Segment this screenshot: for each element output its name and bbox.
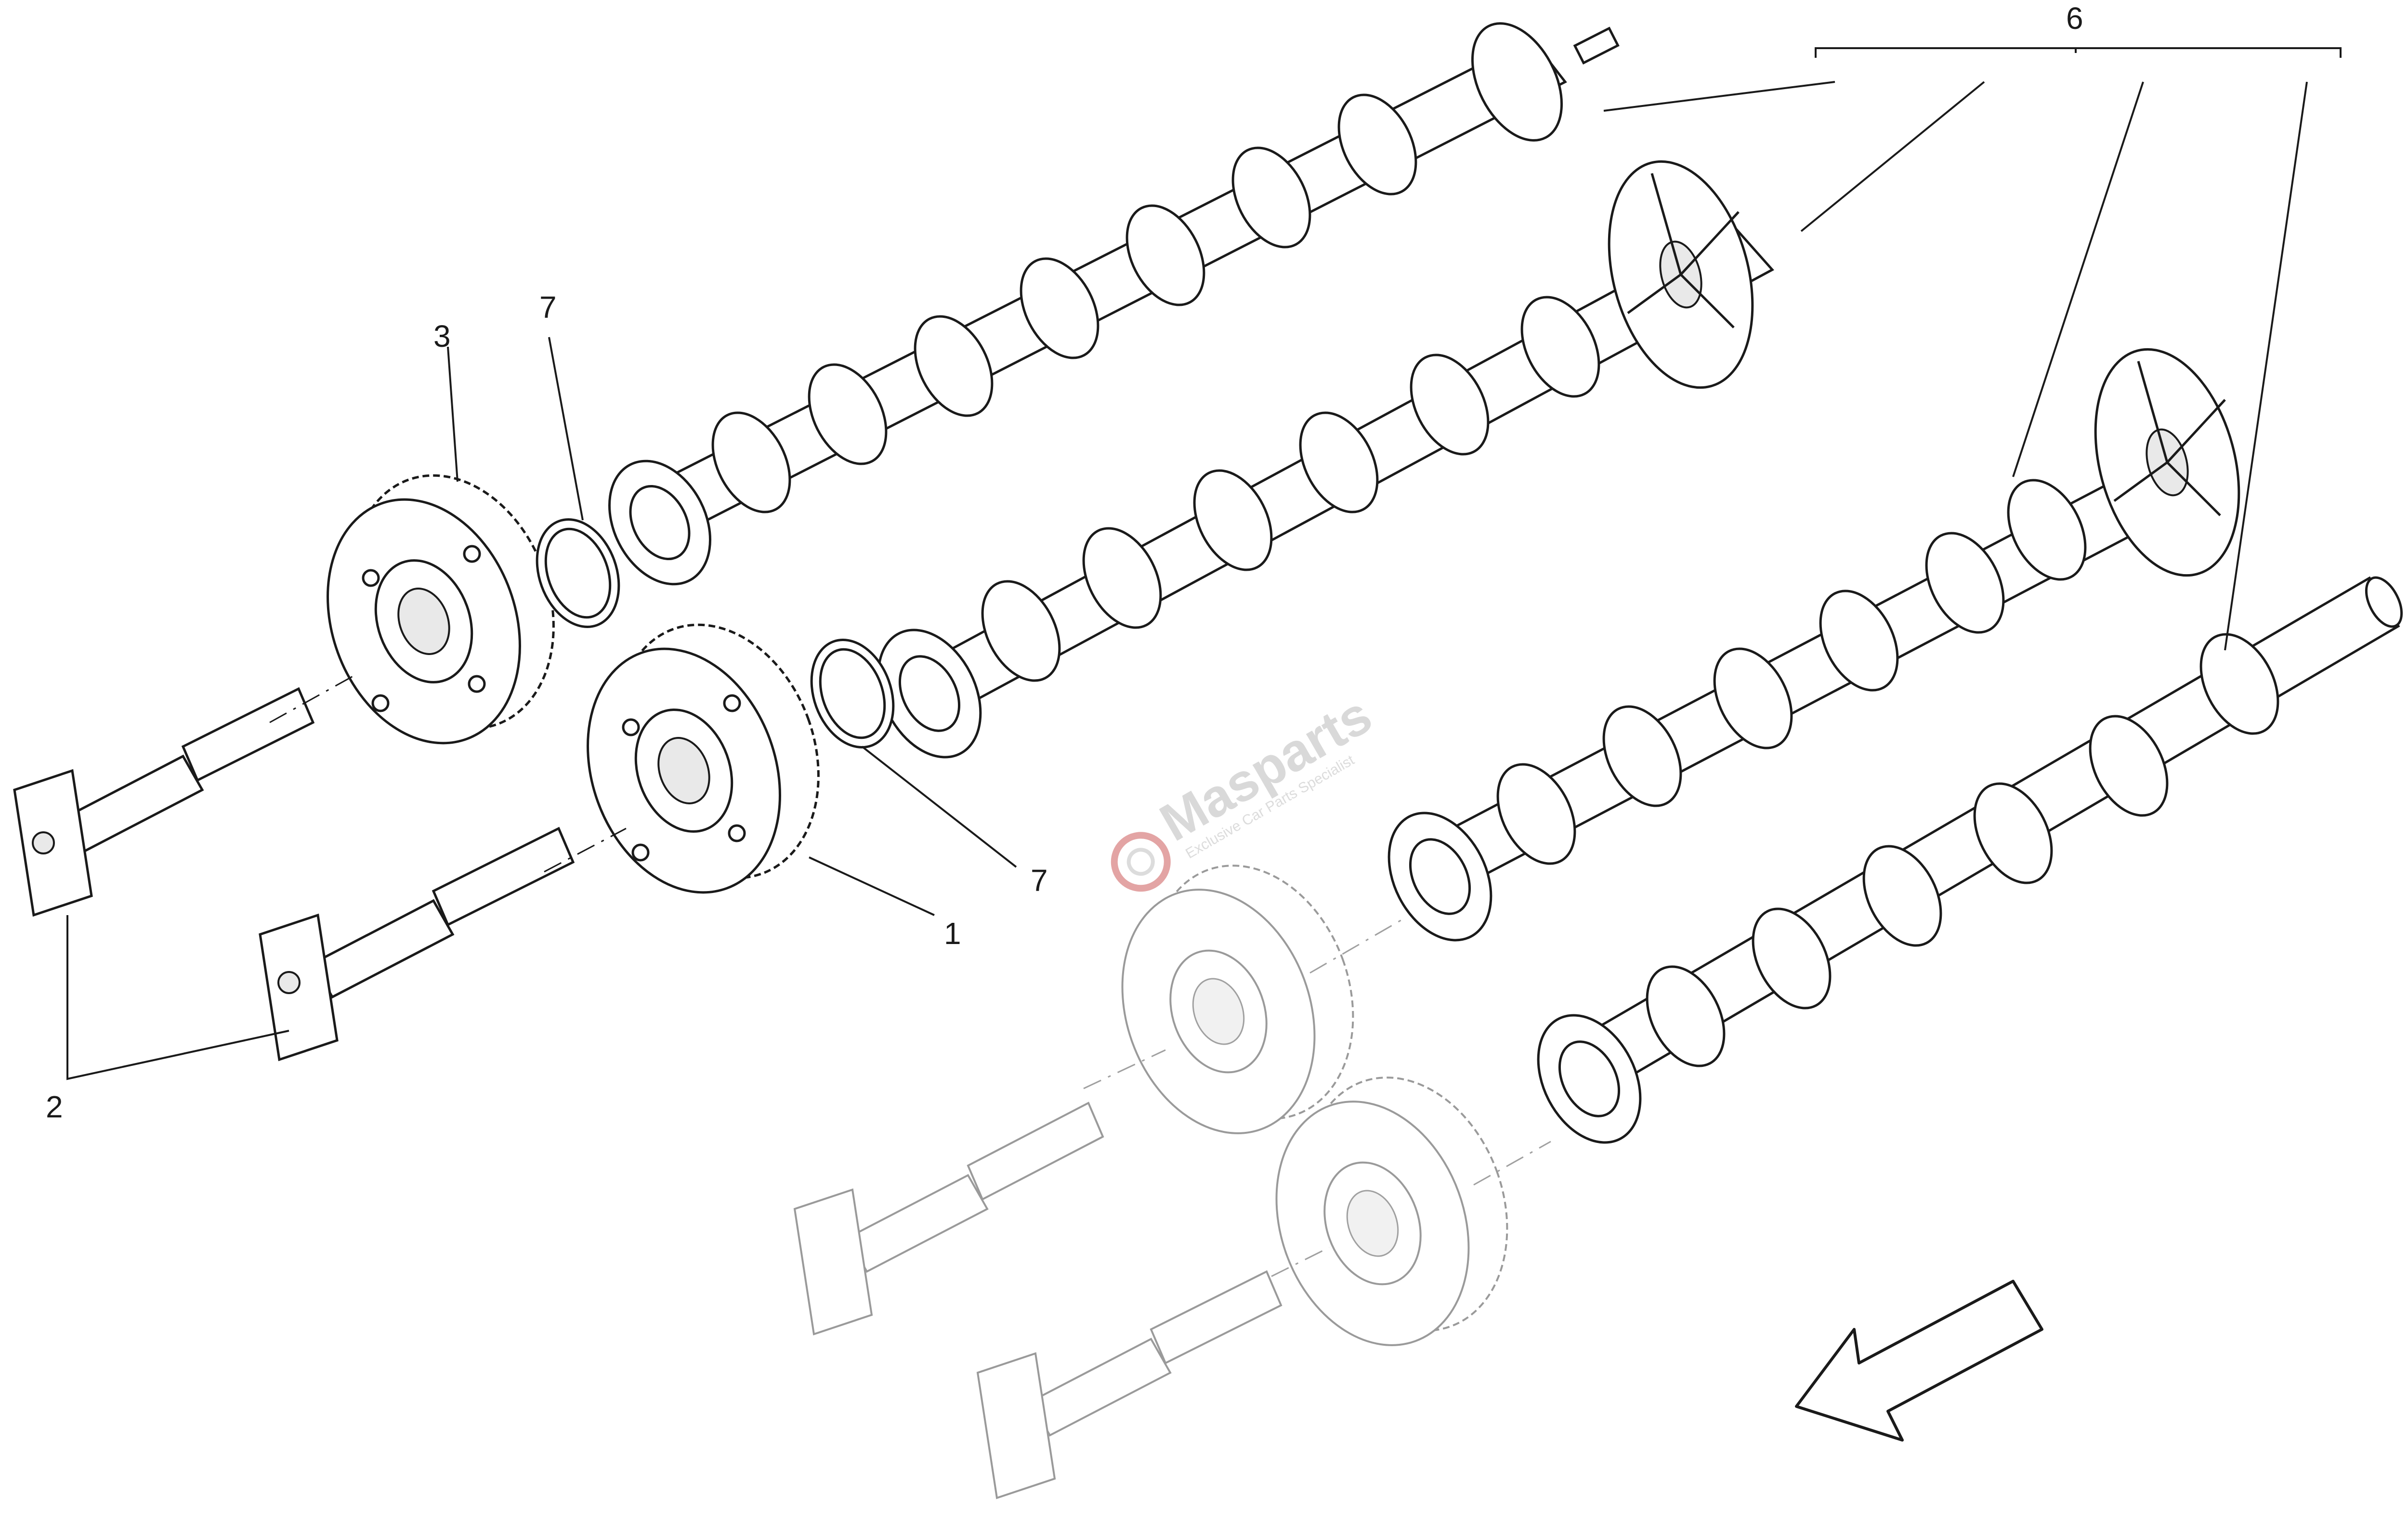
callout-3: 3 [433,319,451,354]
variator-sprocket-faded-lower [1275,1076,1508,1346]
callout-7-upper: 7 [539,290,557,325]
o-ring-7-lower [810,639,895,748]
bracket-2 [66,915,289,1080]
bolt-2-lower [259,827,575,1062]
bolt-faded-lower [976,1270,1283,1499]
o-ring-7-upper [536,518,620,628]
camshaft-lower-right [1387,348,2240,942]
camshaft-upper-left [608,22,1620,586]
callout-2: 2 [46,1089,63,1124]
bracket-6 [1815,47,2342,58]
camshaft-upper-right [877,160,1774,759]
variator-sprocket-faded-upper [1121,865,1354,1134]
callout-1: 1 [944,916,961,951]
bolt-2-upper [13,687,315,917]
camshaft-lower-left [1537,576,2403,1144]
bolt-faded-upper [793,1102,1104,1336]
watermark: Masparts Exclusive Car Parts Specialist [1111,685,1381,892]
gear-logo-icon [1111,832,1171,892]
variator-sprocket-1 [587,623,820,894]
callout-7-lower: 7 [1031,863,1048,898]
arrow-down-left-icon [1795,1280,2043,1442]
callout-6: 6 [2066,1,2083,36]
variator-sprocket-3 [327,474,555,745]
